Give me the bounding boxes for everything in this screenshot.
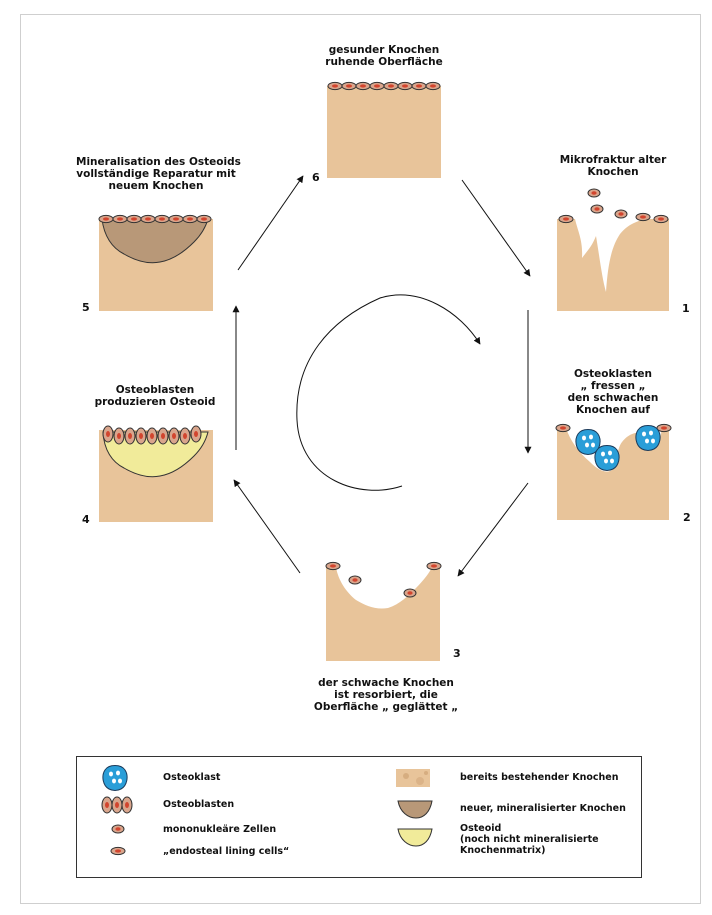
stage-2-title-line3: den schwachen (556, 392, 670, 404)
stage-5-title-line3: neuem Knochen (76, 180, 236, 192)
stage-4-bone (99, 426, 213, 524)
stage-1-bone (557, 189, 669, 313)
cycle-arrows (234, 176, 530, 576)
legend-osteoklast-label: Osteoklast (163, 772, 220, 783)
stage-5-title: Mineralisation des Osteoids vollständige… (76, 156, 236, 192)
stage-3-title-line3: Oberfläche „ geglättet „ (306, 701, 466, 713)
stage-6-title-line1: gesunder Knochen (319, 44, 449, 56)
stage-6-bone (327, 82, 441, 180)
arrow-6-to-1 (462, 180, 530, 276)
stage-2-title-line4: Knochen auf (556, 404, 670, 416)
stage-5-title-line2: vollständige Reparatur mit (76, 168, 236, 180)
arrow-3-to-4 (234, 480, 300, 573)
stage-3-number: 3 (453, 647, 461, 660)
stage-4-number: 4 (82, 513, 90, 526)
stage-5-bone (99, 215, 213, 313)
stage-6-title-line2: ruhende Oberfläche (319, 56, 449, 68)
legend-osteoid-line3: Knochenmatrix) (460, 845, 599, 856)
stage-5-number: 5 (82, 301, 90, 314)
legend-osteoid-label: Osteoid (noch nicht mineralisierte Knoch… (460, 823, 599, 856)
stage-6-title: gesunder Knochen ruhende Oberfläche (319, 44, 449, 68)
stage-3-bone (326, 562, 441, 661)
stage-2-title-line1: Osteoklasten (556, 368, 670, 380)
arrow-5-to-6 (238, 176, 303, 270)
center-circular-arrow (297, 295, 480, 490)
stage-1-title-line1: Mikrofraktur alter (553, 154, 673, 166)
stage-4-title-line2: produzieren Osteoid (90, 396, 220, 408)
stage-1-title-line2: Knochen (553, 166, 673, 178)
stage-1-title: Mikrofraktur alter Knochen (553, 154, 673, 178)
stage-3-title-line2: ist resorbiert, die (306, 689, 466, 701)
stage-2-bone (556, 424, 671, 522)
arrow-2-to-3 (458, 483, 528, 576)
stage-2-title-line2: „ fressen „ (556, 380, 670, 392)
legend-bestehend-label: bereits bestehender Knochen (460, 772, 618, 783)
stage-3-title: der schwache Knochen ist resorbiert, die… (306, 677, 466, 713)
stage-5-title-line1: Mineralisation des Osteoids (76, 156, 236, 168)
stage-3-title-line1: der schwache Knochen (306, 677, 466, 689)
legend-osteoid-line2: (noch nicht mineralisierte (460, 834, 599, 845)
stage-4-title-line1: Osteoblasten (90, 384, 220, 396)
stage-6-number: 6 (312, 171, 320, 184)
stage-2-number: 2 (683, 511, 691, 524)
legend-neu-label: neuer, mineralisierter Knochen (460, 803, 626, 814)
legend-osteoid-line1: Osteoid (460, 823, 599, 834)
stage-2-title: Osteoklasten „ fressen „ den schwachen K… (556, 368, 670, 416)
osteoblast-row (103, 426, 201, 444)
stage-1-number: 1 (682, 302, 690, 315)
legend-mononukleaere-label: mononukleäre Zellen (163, 824, 276, 835)
legend-lining-label: „endosteal lining cells“ (163, 846, 289, 857)
legend-osteoblasten-label: Osteoblasten (163, 799, 234, 810)
stage-4-title: Osteoblasten produzieren Osteoid (90, 384, 220, 408)
